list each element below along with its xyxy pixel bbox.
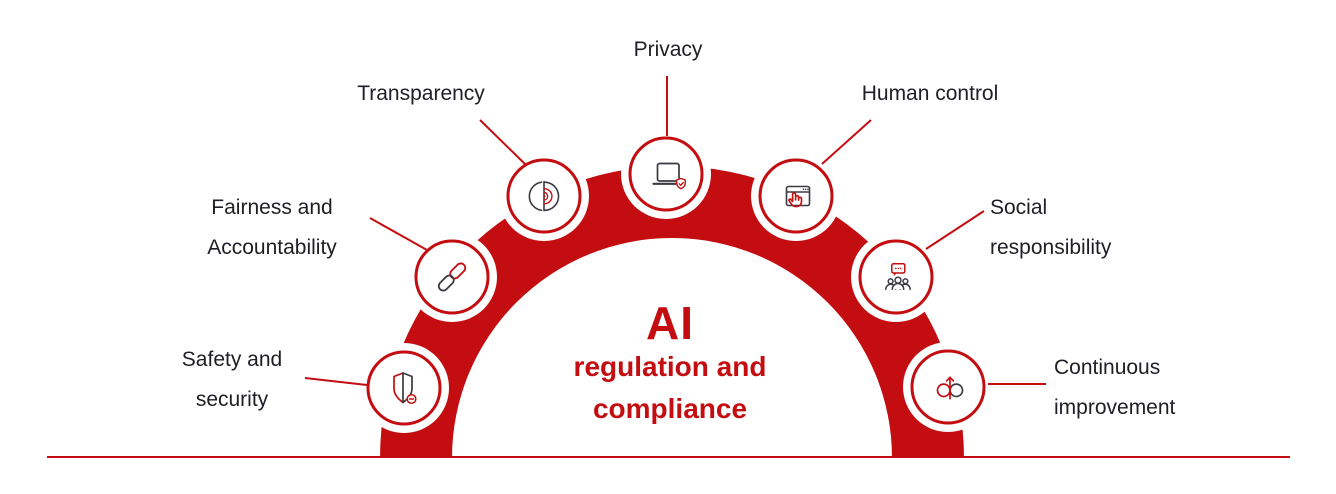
connector-safety-security [304, 377, 368, 386]
center-title: AI regulation and compliance [574, 300, 767, 430]
label-human-control: Human control [862, 74, 999, 114]
arch [380, 166, 964, 458]
title-line-regulation: regulation and [573, 351, 767, 382]
radar-transparency-icon [528, 180, 560, 212]
label-line: responsibility [990, 236, 1112, 259]
label-privacy: Privacy [634, 30, 703, 70]
badge-privacy [628, 136, 704, 212]
connector-transparency [479, 119, 527, 166]
label-line: Accountability [207, 236, 337, 259]
label-line: improvement [1054, 396, 1176, 419]
icon-badges [366, 136, 986, 426]
infinity-arrow-icon [936, 376, 964, 400]
badge-safety-security [366, 350, 442, 426]
connector-lines [304, 76, 1046, 386]
title-line-compliance: compliance [592, 393, 748, 424]
label-line: Human control [861, 82, 999, 105]
browser-hand-icon [785, 185, 811, 208]
label-line: Social [990, 196, 1048, 219]
label-transparency: Transparency [357, 74, 485, 114]
label-line: Continuous [1054, 356, 1161, 379]
connector-human-control [821, 119, 872, 165]
label-social-responsibility: Social responsibility [990, 188, 1111, 268]
title-line-ai: AI [646, 297, 694, 349]
chain-link-icon [437, 262, 467, 292]
label-fairness-accountability: Fairness and Accountability [207, 188, 337, 268]
label-line: Safety and [181, 348, 283, 371]
label-line: security [195, 388, 269, 411]
label-line: Privacy [633, 38, 703, 61]
laptop-shield-icon [652, 162, 686, 190]
label-continuous-improvement: Continuous improvement [1054, 348, 1175, 428]
label-safety-security: Safety and security [182, 340, 282, 420]
shield-security-icon [393, 372, 417, 405]
connector-social-responsibility [925, 210, 985, 250]
connector-fairness-accountability [369, 217, 428, 251]
badge-social-responsibility [858, 239, 934, 315]
people-chat-icon [885, 263, 911, 290]
label-line: Transparency [357, 82, 485, 105]
label-line: Fairness and [211, 196, 333, 219]
